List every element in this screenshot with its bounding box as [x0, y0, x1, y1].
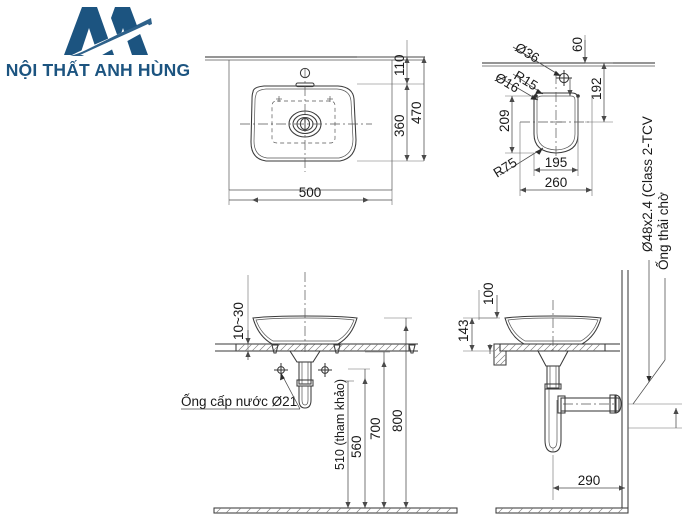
- dim-10-30: 10~30: [231, 302, 246, 340]
- dim-470: 470: [409, 101, 424, 124]
- label-waste-pipe-spec: Ø48x2.4 (Class 2-TCV: [640, 116, 655, 252]
- dim-r75: R75: [491, 155, 520, 181]
- brand-logo: NỘI THẤT ANH HÙNG: [0, 4, 196, 82]
- dim-700: 700: [368, 417, 383, 440]
- dim-500: 500: [299, 185, 322, 200]
- label-water-supply: Ống cấp nước Ø21: [181, 394, 297, 409]
- dim-100: 100: [481, 282, 496, 305]
- view-front-section: 10~30 Ống cấp nước Ø21 510 (tham khảo) 5…: [181, 272, 458, 514]
- brand-name: NỘI THẤT ANH HÙNG: [5, 60, 191, 80]
- dim-510-reference: 510 (tham khảo): [333, 379, 347, 470]
- water-supply-marks: [274, 363, 332, 377]
- faucet-hole-target: [556, 70, 572, 86]
- view-side-section: 100 143 290 Ø48x2.4 (Class 2-TCV Ống th: [456, 116, 682, 514]
- view-plan: 110 360 470 500: [205, 40, 427, 205]
- dim-195: 195: [545, 155, 568, 170]
- dim-209: 209: [497, 109, 512, 132]
- dim-110: 110: [392, 54, 407, 76]
- dim-800: 800: [390, 409, 405, 432]
- view-end: Ø36 60 Ø16 R15 192: [482, 35, 655, 196]
- dim-560: 560: [349, 435, 364, 458]
- dim-60: 60: [570, 37, 585, 52]
- dim-290: 290: [578, 473, 601, 488]
- dim-143: 143: [456, 319, 471, 342]
- label-waste-outlet: Ống thải chờ: [656, 192, 671, 270]
- dim-360: 360: [392, 114, 407, 137]
- dim-260: 260: [545, 175, 568, 190]
- anh-hung-logo-icon: [64, 7, 152, 56]
- dim-192: 192: [589, 77, 604, 100]
